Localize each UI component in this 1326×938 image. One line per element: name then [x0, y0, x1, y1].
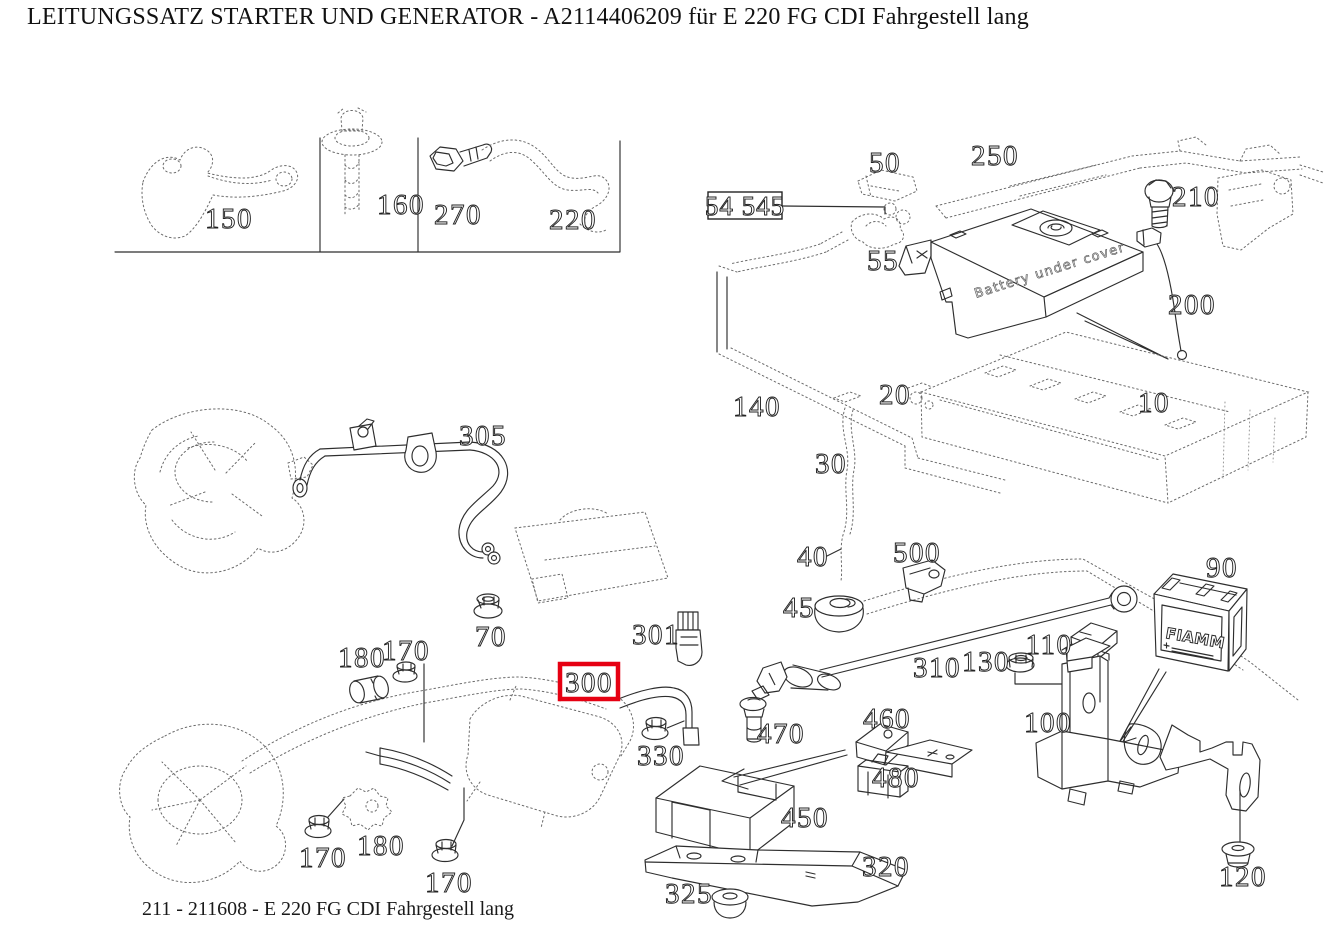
- callout-325-29[interactable]: 325: [665, 878, 713, 911]
- callout-140-9[interactable]: 140: [733, 391, 781, 424]
- page-title: LEITUNGSSATZ STARTER UND GENERATOR - A21…: [27, 4, 1029, 30]
- clamp-50-drawing: [857, 169, 918, 225]
- callout-110-20[interactable]: 110: [1025, 629, 1073, 662]
- part-number-callouts: 150 160 270 220 50 250 210 55 200 140 20 10 30 305 70 3…: [205, 140, 1267, 911]
- callout-200-8[interactable]: 200: [1168, 289, 1216, 322]
- callout-470-24[interactable]: 470: [757, 718, 805, 751]
- callout-30-12[interactable]: 30: [815, 448, 847, 481]
- bolt-270-drawing: [429, 143, 493, 172]
- battery-cover-drawing: Battery under cover: [898, 208, 1169, 360]
- callout-300-selected[interactable]: 300: [557, 661, 621, 702]
- rear-cable-run-drawing: [863, 558, 1299, 701]
- page-footer-caption: 211 - 211608 - E 220 FG CDI Fahrgestell …: [142, 898, 515, 920]
- grommet-45-drawing: [814, 595, 864, 633]
- callout-70-14[interactable]: 70: [475, 621, 507, 654]
- cable-220-drawing: [481, 139, 610, 233]
- flywheel-drawing: [119, 723, 286, 883]
- nut-170-bottom-drawing: [431, 787, 465, 863]
- selected-callout-highlight-box: [557, 661, 621, 702]
- tray-450-drawing: [655, 749, 848, 857]
- callout-480-26[interactable]: 480: [872, 762, 920, 795]
- callout-170-33[interactable]: 170: [425, 867, 473, 900]
- strap-bracket-drawing: [1159, 724, 1261, 843]
- callout-220-3[interactable]: 220: [549, 204, 597, 237]
- callout-330-23[interactable]: 330: [637, 740, 685, 773]
- callout-54545[interactable]: 54 545: [704, 191, 785, 222]
- battery-10-drawing: [919, 331, 1310, 504]
- callout-500-35[interactable]: 500: [893, 537, 941, 570]
- callout-120-30[interactable]: 120: [1219, 861, 1267, 894]
- bracket-150-drawing: [141, 146, 299, 239]
- terminal-460-drawing: [855, 723, 973, 778]
- callout-150-0[interactable]: 150: [205, 203, 253, 236]
- callout-320-28[interactable]: 320: [862, 851, 910, 884]
- nut-330-drawing: [641, 716, 685, 741]
- module-box-drawing: [514, 508, 669, 604]
- cable-30-drawing: [826, 391, 863, 582]
- callout-180-16[interactable]: 180: [338, 642, 386, 675]
- callout-100-22[interactable]: 100: [1024, 707, 1072, 740]
- callout-20-10[interactable]: 20: [879, 379, 911, 412]
- callout-305-13[interactable]: 305: [459, 420, 507, 453]
- screw-160-drawing: [321, 107, 383, 215]
- callout-210-6[interactable]: 210: [1172, 181, 1220, 214]
- bar-250-drawing: [935, 136, 1324, 251]
- cable-300-drawing: [241, 676, 700, 774]
- callout-301-15[interactable]: 301: [632, 619, 680, 652]
- rod-310-drawing: [751, 585, 1138, 701]
- ground-cable-305-drawing: [292, 418, 509, 565]
- terminal-20-drawing: [907, 382, 934, 410]
- callout-180-32[interactable]: 180: [357, 830, 405, 863]
- callout-45-36[interactable]: 45: [783, 592, 815, 625]
- bracket-500-drawing: [902, 559, 946, 603]
- cover-inscription: Battery under cover: [973, 240, 1127, 302]
- bracket-320-drawing: [644, 845, 907, 907]
- panel-dividers: [114, 137, 621, 253]
- callout-54545-text: 54 545: [705, 191, 785, 221]
- callout-90-21[interactable]: 90: [1206, 552, 1238, 585]
- callout-250-5[interactable]: 250: [971, 140, 1019, 173]
- starter-cable-bundle-drawing: [365, 747, 453, 791]
- callout-10-11[interactable]: 10: [1138, 387, 1170, 420]
- stud-470-drawing: [739, 696, 767, 743]
- callout-160-1[interactable]: 160: [377, 189, 425, 222]
- sleeve-180-upper-drawing: [349, 675, 389, 704]
- grommet-325-drawing: [711, 888, 749, 919]
- nut-70-drawing: [473, 593, 503, 619]
- nut-170-upper-drawing: [392, 661, 425, 743]
- nut-170-left-drawing: [304, 798, 345, 839]
- callout-450-27[interactable]: 450: [781, 802, 829, 835]
- small-battery-90-drawing: FIAMM: [1117, 573, 1248, 745]
- nut-130-drawing: [1005, 652, 1078, 685]
- callout-300-text: 300: [565, 667, 613, 699]
- callout-460-25[interactable]: 460: [863, 703, 911, 736]
- callout-270-2[interactable]: 270: [434, 199, 482, 232]
- starter-drawing: [465, 685, 634, 829]
- callout-50-4[interactable]: 50: [869, 147, 901, 180]
- callout-40-34[interactable]: 40: [797, 541, 829, 574]
- callout-54545-leader: [781, 205, 886, 215]
- alternator-drawing: [133, 408, 314, 574]
- callout-170-31[interactable]: 170: [299, 842, 347, 875]
- bolt-210-drawing: [1144, 179, 1174, 229]
- callout-55-7[interactable]: 55: [867, 245, 899, 278]
- callout-130-19[interactable]: 130: [962, 646, 1010, 679]
- tray-140-drawing: [716, 265, 1006, 494]
- clamp-54545-target-drawing: [729, 213, 905, 273]
- callout-310-18[interactable]: 310: [913, 652, 961, 685]
- cable-200-drawing: [1136, 227, 1188, 361]
- lockwasher-180-lower-drawing: [341, 787, 393, 831]
- callout-170-17[interactable]: 170: [382, 635, 430, 668]
- clip-480-drawing: [857, 753, 909, 799]
- cap-120-drawing: [1221, 841, 1255, 868]
- bracket-100-drawing: [1035, 637, 1181, 806]
- connector-301-drawing: [675, 611, 703, 666]
